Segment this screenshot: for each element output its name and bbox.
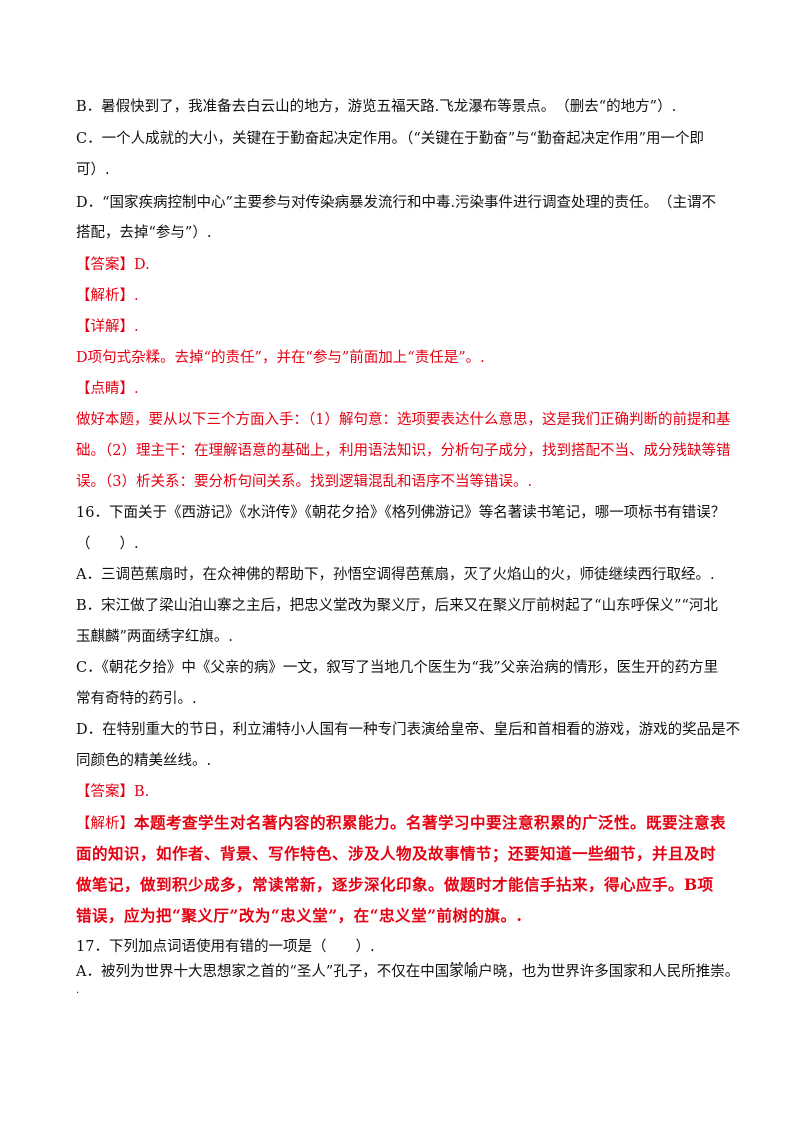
q16-stem-line2: （ ）. xyxy=(76,536,139,552)
q15-option-c-line1: C．一个人成就的大小，关键在于勤奋起决定作用。（“关键在于勤奋”与“勤奋起决定作… xyxy=(76,131,704,147)
q16-analysis-line2: 面的知识，如作者、背景、写作特色、涉及人物及故事情节；还要知道一些细节，并且及时 xyxy=(76,844,717,863)
q15-option-d-line1: D．“国家疾病控制中心”主要参与对传染病暴发流行和中毒.污染事件进行调查处理的责… xyxy=(76,195,717,211)
q16-stem-line1: 16．下面关于《西游记》《水浒传》《朝花夕拾》《格列佛游记》等名著读书笔记，哪一… xyxy=(76,505,726,521)
q16-analysis-line4: 错误，应为把“聚义厅”改为“忠义堂”，在“忠义堂”前树的旗。. xyxy=(76,906,523,925)
q17-option-a-pre: A．被列为世界十大思想家之首的“圣人”孔子，不仅在中国 xyxy=(76,964,450,980)
q15-point-line2: 础。（2）理主干：在理解语意的基础上，利用语法知识，分析句子成分，找到搭配不当、… xyxy=(76,443,731,459)
q15-answer: 【答案】D. xyxy=(76,257,150,273)
q16-analysis-label: 【解析】 xyxy=(76,816,134,832)
q15-option-c-line2: 可）. xyxy=(76,162,110,178)
q16-answer: 【答案】B. xyxy=(76,784,150,800)
q17-end-mark: . xyxy=(76,985,80,996)
q15-point-line3: 误。（3）析关系：要分析句间关系。找到逻辑混乱和语序不当等错误。. xyxy=(76,474,533,490)
q17-option-a: A．被列为世界十大思想家之首的“圣人”孔子，不仅在中国家喻户晓，也为世界许多国家… xyxy=(76,962,740,982)
q17-stem: 17．下列加点词语使用有错的一项是（ ）. xyxy=(76,939,375,955)
q16-option-c-line1: C．《朝花夕拾》中《父亲的病》一文，叙写了当地几个医生为“我”父亲治病的情形，医… xyxy=(76,660,719,676)
q16-analysis-line1: 【解析】本题考查学生对名著内容的积累能力。名著学习中要注意积累的广泛性。既要注意… xyxy=(76,813,736,834)
q16-option-b-line2: 玉麒麟”两面绣字红旗。. xyxy=(76,629,234,645)
q16-analysis-line3: 做笔记，做到积少成多，常读常新，逐步深化印象。做题时才能信手拈来，得心应手。B项 xyxy=(76,875,714,894)
q16-option-a: A．三调芭蕉扇时，在众神佛的帮助下，孙悟空调得芭蕉扇，灭了火焰山的火，师徒继续西… xyxy=(76,567,715,583)
q15-point-label: 【点睛】. xyxy=(76,381,139,397)
q15-option-d-line2: 搭配，去掉“参与”）. xyxy=(76,225,212,241)
q16-option-b-line1: B．宋江做了梁山泊山寨之主后，把忠义堂改为聚义厅，后来又在聚义厅前树起了“山东呼… xyxy=(76,598,718,614)
q15-option-b: B．暑假快到了，我准备去白云山的地方，游览五福天路.飞龙瀑布等景点。 （删去“的… xyxy=(76,99,677,115)
q15-detail-text: D项句式杂糅。去掉“的责任”，并在“参与”前面加上“责任是”。. xyxy=(76,350,485,366)
q17-option-a-post: ，也为世界许多国家和人民所推崇。 xyxy=(507,964,740,980)
q15-point-line1: 做好本题，要从以下三个方面入手：（1）解句意：选项要表达什么意思，这是我们正确判… xyxy=(76,412,731,428)
q16-option-c-line2: 常有奇特的药引。. xyxy=(76,691,197,707)
q15-analysis-label: 【解析】. xyxy=(76,288,139,304)
q16-option-d-line1: D．在特别重大的节日，利立浦特小人国有一种专门表演给皇帝、皇后和首相看的游戏，游… xyxy=(76,722,741,738)
q16-analysis-text1: 本题考查学生对名著内容的积累能力。名著学习中要注意积累的广泛性。既要注意表 xyxy=(134,813,727,832)
q15-detail-label: 【详解】. xyxy=(76,319,139,335)
q16-option-d-line2: 同颜色的精美丝线。. xyxy=(76,753,212,769)
q17-dotted-term: 家喻户晓 xyxy=(449,964,507,980)
